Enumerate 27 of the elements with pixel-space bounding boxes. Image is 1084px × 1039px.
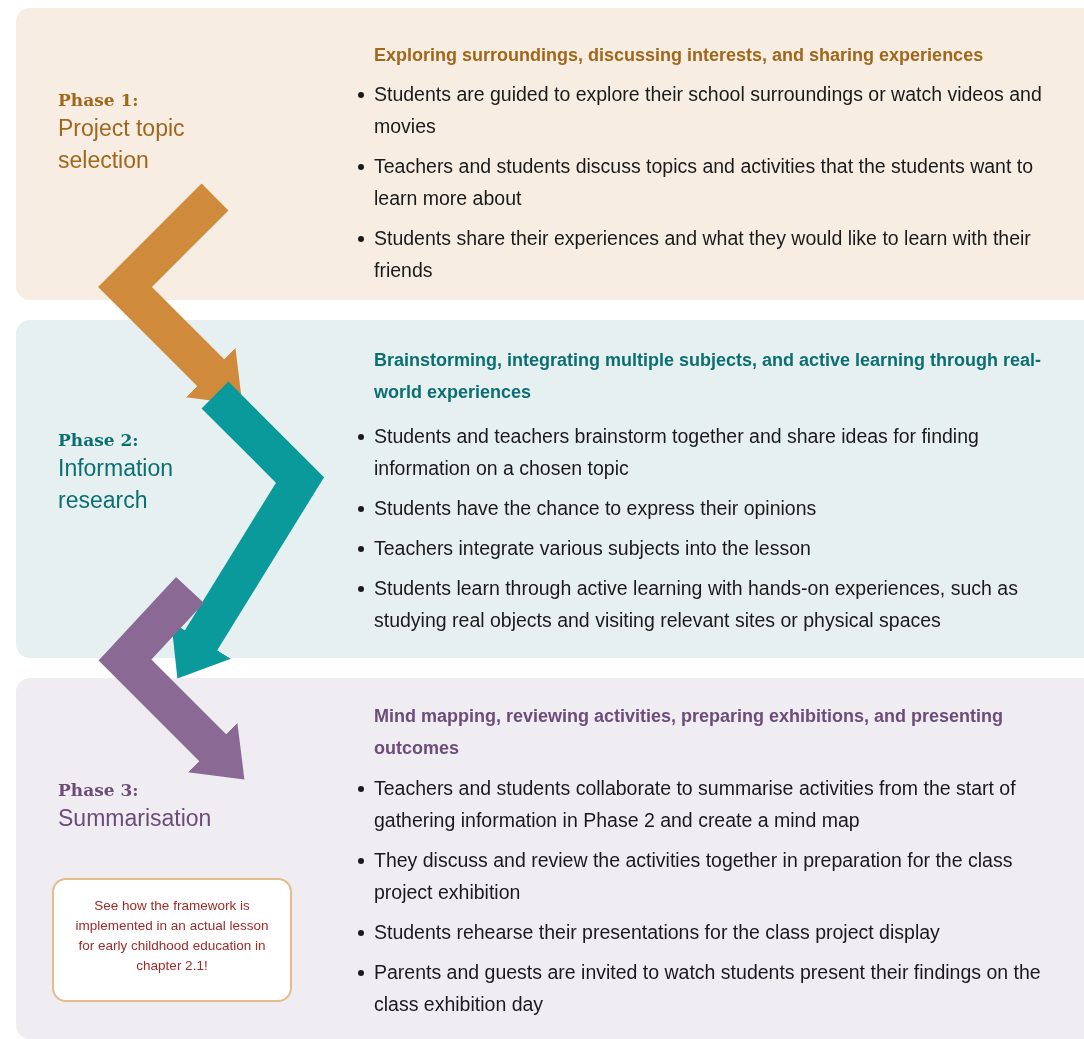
phase-panel <box>16 678 1084 1039</box>
bullet-text: Students learn through active learning with hands-on experiences, such as studying real objects and visiting relevant sites or physical spaces <box>374 577 1018 631</box>
bullet-text: Students and teachers brainstorm together and share ideas for finding information on a chosen topic <box>374 425 979 479</box>
phase-panel <box>16 8 1084 300</box>
section-heading: Mind mapping, reviewing activities, preparing exhibitions, and presenting outcomes <box>374 705 1005 760</box>
phase-title: Summarisation <box>58 804 213 833</box>
bullet-text: Students have the chance to express their opinions <box>374 497 817 519</box>
bullet-text: Students are guided to explore their school surroundings or watch videos and movies <box>374 83 1042 137</box>
phase-label: Phase 3: <box>58 780 139 800</box>
bullet-text: Teachers and students discuss topics and activities that the students want to learn more about <box>374 155 1034 209</box>
phase-title: Information research <box>58 454 175 515</box>
bullet-text: Teachers integrate various subjects into the lesson <box>374 537 811 559</box>
section-heading: Exploring surroundings, discussing interests, and sharing experiences <box>374 44 985 67</box>
bullet-text: Teachers and students collaborate to summarise activities from the start of gathering information in Phase 2 and create a mind map <box>374 777 1016 831</box>
phase-label: Phase 2: <box>58 430 139 450</box>
zigzag-arrow <box>171 381 325 679</box>
bullet-text: Students share their experiences and what they would like to learn with their friends <box>374 227 1031 281</box>
bullet-text: Parents and guests are invited to watch students present their findings on the class exhibition day <box>374 961 1041 1015</box>
phase-label: Phase 1: <box>58 90 139 110</box>
note-box <box>52 878 292 1002</box>
phase-title: Project topic selection <box>58 114 186 175</box>
bullet-text: Students rehearse their presentations for the class project display <box>374 921 940 943</box>
section-heading: Brainstorming, integrating multiple subjects, and active learning through real-world experiences <box>374 349 1043 404</box>
zigzag-arrow <box>98 577 245 780</box>
phase-panel <box>16 320 1084 658</box>
bullet-text: They discuss and review the activities together in preparation for the class project exhibition <box>374 849 1013 903</box>
note-text: See how the framework is implemented in an actual lesson for early childhood education in chapter 2.1! <box>74 897 270 975</box>
